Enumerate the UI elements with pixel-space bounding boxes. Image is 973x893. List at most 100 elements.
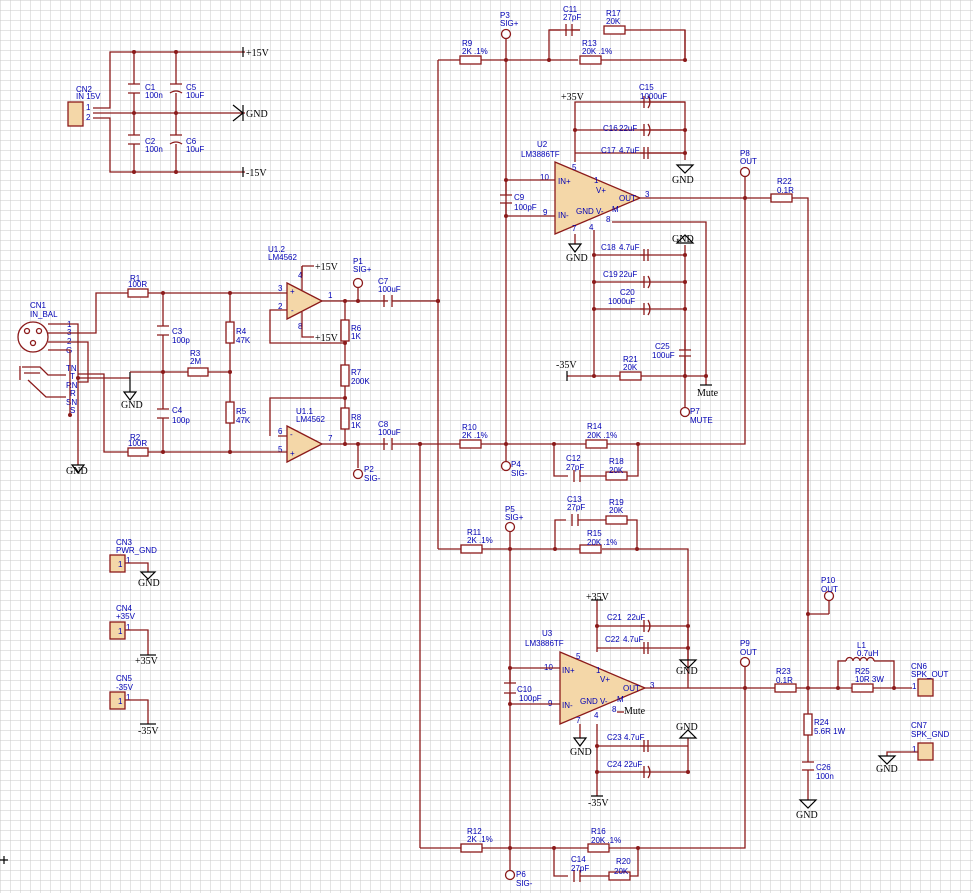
l1-inductor[interactable]	[837, 656, 912, 689]
schematic-label: R2	[130, 433, 141, 442]
schematic-label: 1000uF	[608, 297, 635, 306]
r11-resistor[interactable]	[460, 544, 483, 554]
p3-testpoint[interactable]	[500, 28, 512, 40]
u2-amplifier[interactable]	[554, 161, 642, 235]
u1-1-opamp[interactable]	[286, 424, 324, 464]
schematic-label: R8	[351, 413, 362, 422]
schematic-label: 100pF	[519, 694, 542, 703]
schematic-label: CN4	[116, 604, 133, 613]
schematic-label: CN1	[30, 301, 47, 310]
cn6-connector[interactable]	[917, 678, 934, 697]
r14-resistor[interactable]	[585, 439, 608, 449]
schematic-label: R21	[623, 355, 638, 364]
xlr-jack-icon[interactable]	[17, 321, 49, 353]
schematic-label: -	[291, 306, 294, 315]
schematic-label: OUT	[740, 157, 757, 166]
schematic-label: P5	[505, 505, 515, 514]
schematic-label: U3	[542, 629, 553, 638]
schematic-label: R20	[616, 857, 631, 866]
schematic-label: CN3	[116, 538, 133, 547]
schematic-label: IN-	[558, 211, 569, 220]
schematic-label: 20K .1%	[587, 431, 617, 440]
schematic-label: C15	[639, 83, 654, 92]
r13-resistor[interactable]	[579, 55, 602, 65]
r23-resistor[interactable]	[774, 683, 797, 693]
schematic-label: GND	[121, 400, 143, 411]
schematic-label: C22	[605, 635, 620, 644]
schematic-label: R24	[814, 718, 829, 727]
r24-resistor[interactable]	[803, 713, 813, 736]
r21-resistor[interactable]	[619, 371, 642, 381]
r4-resistor[interactable]	[225, 321, 235, 344]
schematic-label: 10R 3W	[855, 675, 884, 684]
cn2-connector[interactable]	[67, 101, 84, 127]
schematic-label: GND	[676, 722, 698, 733]
p1-testpoint[interactable]	[352, 277, 364, 289]
r25-resistor[interactable]	[851, 683, 874, 693]
r18-resistor[interactable]	[605, 471, 628, 481]
p6-testpoint[interactable]	[504, 869, 516, 881]
schematic-label: +	[290, 449, 295, 458]
r1-resistor[interactable]	[127, 288, 149, 298]
schematic-label: C23	[607, 733, 622, 742]
p9-testpoint[interactable]	[739, 656, 751, 668]
p7-testpoint[interactable]	[679, 406, 691, 418]
r19-resistor[interactable]	[605, 515, 628, 525]
cursor-crosshair-icon	[0, 856, 8, 864]
schematic-label: C16	[603, 124, 618, 133]
schematic-label: R23	[776, 667, 791, 676]
schematic-label: CN7	[911, 721, 928, 730]
schematic-label: 5	[576, 652, 581, 661]
schematic-label: R4	[236, 327, 247, 336]
r10-resistor[interactable]	[459, 439, 482, 449]
schematic-label: 5	[278, 445, 283, 454]
schematic-label: 1	[126, 693, 131, 702]
schematic-label: 1K	[351, 332, 361, 341]
schematic-label: P8	[740, 149, 750, 158]
schematic-label: 2K .1%	[467, 835, 493, 844]
schematic-label: 1	[328, 291, 333, 300]
schematic-label: 1	[126, 623, 131, 632]
p2-testpoint[interactable]	[352, 468, 364, 480]
r3-resistor[interactable]	[187, 367, 209, 377]
u1-2-opamp[interactable]	[286, 281, 324, 321]
p8-testpoint[interactable]	[739, 166, 751, 178]
r9-resistor[interactable]	[459, 55, 482, 65]
r7-resistor[interactable]	[340, 364, 350, 387]
schematic-label: P1	[353, 257, 363, 266]
r5-resistor[interactable]	[225, 401, 235, 424]
r6-resistor[interactable]	[340, 319, 350, 342]
schematic-label: 20K .1%	[587, 538, 617, 547]
r22-resistor[interactable]	[770, 193, 793, 203]
r17-resistor[interactable]	[603, 25, 626, 35]
p4-testpoint[interactable]	[500, 460, 512, 472]
schematic-label: RN	[66, 381, 78, 390]
r12-resistor[interactable]	[460, 843, 483, 853]
cn2-ref: CN2	[76, 85, 93, 94]
r20-resistor[interactable]	[608, 871, 631, 881]
schematic-label: C5	[186, 83, 197, 92]
schematic-label: C14	[571, 855, 586, 864]
cn7-connector[interactable]	[917, 742, 934, 761]
schematic-label: 22uF	[624, 760, 642, 769]
schematic-label: 22uF	[619, 270, 637, 279]
schematic-label: C17	[601, 146, 616, 155]
schematic-label: 4.7uF	[619, 146, 640, 155]
p10-testpoint[interactable]	[823, 590, 835, 602]
schematic-label: R22	[777, 177, 792, 186]
r2-resistor[interactable]	[127, 447, 149, 457]
r16-resistor[interactable]	[587, 843, 610, 853]
u3-amplifier[interactable]	[559, 651, 647, 725]
plus15-net: +15V	[246, 48, 270, 59]
schematic-label: 7	[328, 434, 333, 443]
p5-testpoint[interactable]	[504, 521, 516, 533]
schematic-label: C21	[607, 613, 622, 622]
schematic-label: P4	[511, 460, 521, 469]
schematic-label: +35V	[586, 592, 610, 603]
r15-resistor[interactable]	[579, 544, 602, 554]
r8-resistor[interactable]	[340, 407, 350, 430]
schematic-label: 47K	[236, 416, 251, 425]
